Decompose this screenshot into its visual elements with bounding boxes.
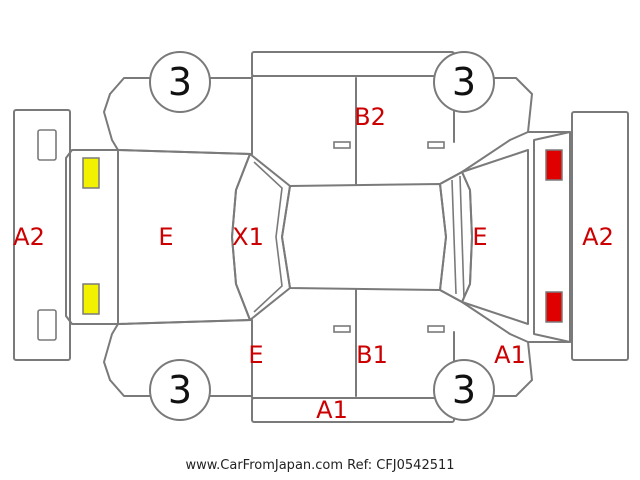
wheel-rear-left-score: 3 (452, 60, 476, 104)
code-upper-rear-door: B2 (354, 103, 386, 131)
trunk (461, 149, 529, 325)
code-windshield: X1 (232, 223, 264, 251)
taillight-bottom (545, 291, 563, 323)
code-lower-rocker: A1 (316, 396, 348, 424)
lower-rocker-panel (251, 397, 455, 423)
wheel-rear-right: 3 (433, 359, 495, 421)
wheel-front-right-score: 3 (168, 368, 192, 412)
code-front-bumper: A2 (13, 223, 45, 251)
wheel-rear-left: 3 (433, 51, 495, 113)
hood (117, 149, 251, 325)
upper-rocker-panel (251, 51, 455, 77)
front-bumper (13, 109, 71, 361)
code-lower-rear-fender: A1 (494, 341, 526, 369)
headlight-bottom (82, 283, 100, 315)
code-rear-bumper: A2 (582, 223, 614, 251)
wheel-front-left: 3 (149, 51, 211, 113)
footer-reference: www.CarFromJapan.com Ref: CFJ0542511 (185, 458, 454, 473)
rear-bumper (571, 111, 629, 361)
code-trunk: E (472, 223, 487, 251)
headlight-top (82, 157, 100, 189)
wheel-rear-right-score: 3 (452, 368, 476, 412)
wheel-front-left-score: 3 (168, 60, 192, 104)
code-hood: E (158, 223, 173, 251)
code-lower-front-door: E (248, 341, 263, 369)
taillight-top (545, 149, 563, 181)
roof (281, 183, 447, 291)
code-lower-rear-door: B1 (356, 341, 388, 369)
wheel-front-right: 3 (149, 359, 211, 421)
